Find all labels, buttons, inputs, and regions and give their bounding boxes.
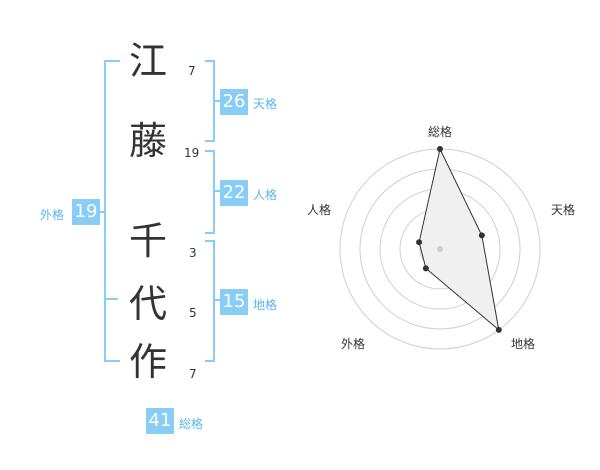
stroke-count-2: 19 bbox=[184, 146, 200, 160]
chikaku-value: 15 bbox=[220, 289, 248, 315]
name-char-3: 千 bbox=[128, 219, 167, 263]
stroke-count-5: 7 bbox=[189, 367, 197, 381]
gaikaku-bracket-split bbox=[104, 298, 118, 300]
stroke-count-4: 5 bbox=[189, 306, 197, 320]
gaikaku-label: 外格 bbox=[40, 208, 65, 222]
radar-axis-label-jinkaku: 人格 bbox=[307, 203, 332, 217]
radar-polygon bbox=[418, 147, 500, 332]
jinkaku-label: 人格 bbox=[253, 188, 278, 202]
radar-axis-label-chikaku: 地格 bbox=[511, 337, 536, 351]
stroke-count-3: 3 bbox=[189, 246, 197, 260]
soukaku-value: 41 bbox=[146, 408, 174, 434]
gaikaku-value: 19 bbox=[72, 199, 100, 225]
radar-point-2 bbox=[478, 232, 485, 239]
stroke-count-1: 7 bbox=[188, 64, 196, 78]
radar-axis-label-tenkaku: 天格 bbox=[551, 203, 576, 217]
tenkaku-label: 天格 bbox=[253, 97, 278, 111]
name-char-4: 代 bbox=[128, 282, 167, 326]
radar-point-3 bbox=[495, 326, 502, 333]
name-char-2: 藤 bbox=[128, 119, 167, 163]
jinkaku-connector bbox=[214, 190, 220, 192]
gaikaku-connector bbox=[98, 211, 105, 213]
name-char-5: 作 bbox=[128, 340, 167, 384]
radar-axis-label-gaikaku: 外格 bbox=[341, 337, 366, 351]
jinkaku-bracket bbox=[205, 150, 215, 234]
name-char-1: 江 bbox=[128, 39, 167, 83]
radar-point-5 bbox=[416, 239, 423, 246]
chikaku-connector bbox=[214, 299, 220, 301]
chikaku-bracket bbox=[205, 240, 215, 362]
jinkaku-value: 22 bbox=[220, 180, 248, 206]
chikaku-label: 地格 bbox=[253, 298, 278, 312]
radar-axis-label-soukaku: 総格 bbox=[428, 125, 453, 139]
soukaku-label: 総格 bbox=[179, 417, 204, 431]
tenkaku-connector bbox=[214, 100, 220, 102]
tenkaku-value: 26 bbox=[220, 89, 248, 115]
radar-center-dot bbox=[437, 246, 443, 252]
gaikaku-bracket bbox=[104, 60, 120, 362]
radar-point-4 bbox=[422, 265, 429, 272]
radar-point-1 bbox=[437, 146, 443, 152]
